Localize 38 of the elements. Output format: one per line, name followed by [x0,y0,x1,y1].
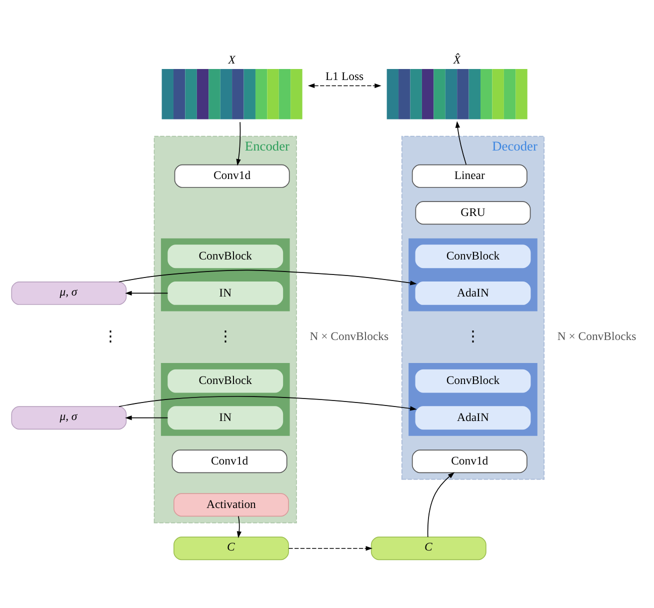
node-box: ConvBlock [168,244,284,268]
node-label: X [228,52,236,66]
node-box: IN [168,281,284,304]
cluster [160,362,290,436]
arrow [308,82,382,88]
node-box: AdaIN [415,281,531,304]
node-box: μ, σ [11,281,127,304]
label: ⋮ [103,328,118,344]
label: N × ConvBlocks [310,330,389,343]
node-box: C [174,536,289,560]
node-box: Activation [174,492,289,516]
node-box: C [370,536,486,560]
node-box: ConvBlock [168,368,284,392]
node-box: ConvBlock [415,368,531,392]
node-box: μ, σ [11,406,127,430]
arrow [288,546,372,550]
label: ⋮ [465,328,480,344]
arrow [125,415,168,420]
arrow [427,472,455,537]
arrow [455,120,467,164]
node-box: Linear [412,164,528,188]
node-box: Conv1d [412,449,528,473]
node-box: AdaIN [415,406,531,430]
node-box: GRU [415,200,531,224]
label: ⋮ [218,328,233,344]
arrow [125,290,168,296]
arrow [118,396,417,410]
edge-label: L1 Loss [326,70,364,83]
label: N × ConvBlocks [557,330,636,343]
arrow [236,515,242,538]
node-label: X̂ [453,52,460,66]
arrow [236,121,241,166]
node-box: IN [168,406,284,430]
node-box: Conv1d [172,449,288,473]
node-box: Conv1d [174,164,290,188]
arrow [118,269,417,285]
cluster [160,238,290,311]
node-box: ConvBlock [415,244,531,268]
